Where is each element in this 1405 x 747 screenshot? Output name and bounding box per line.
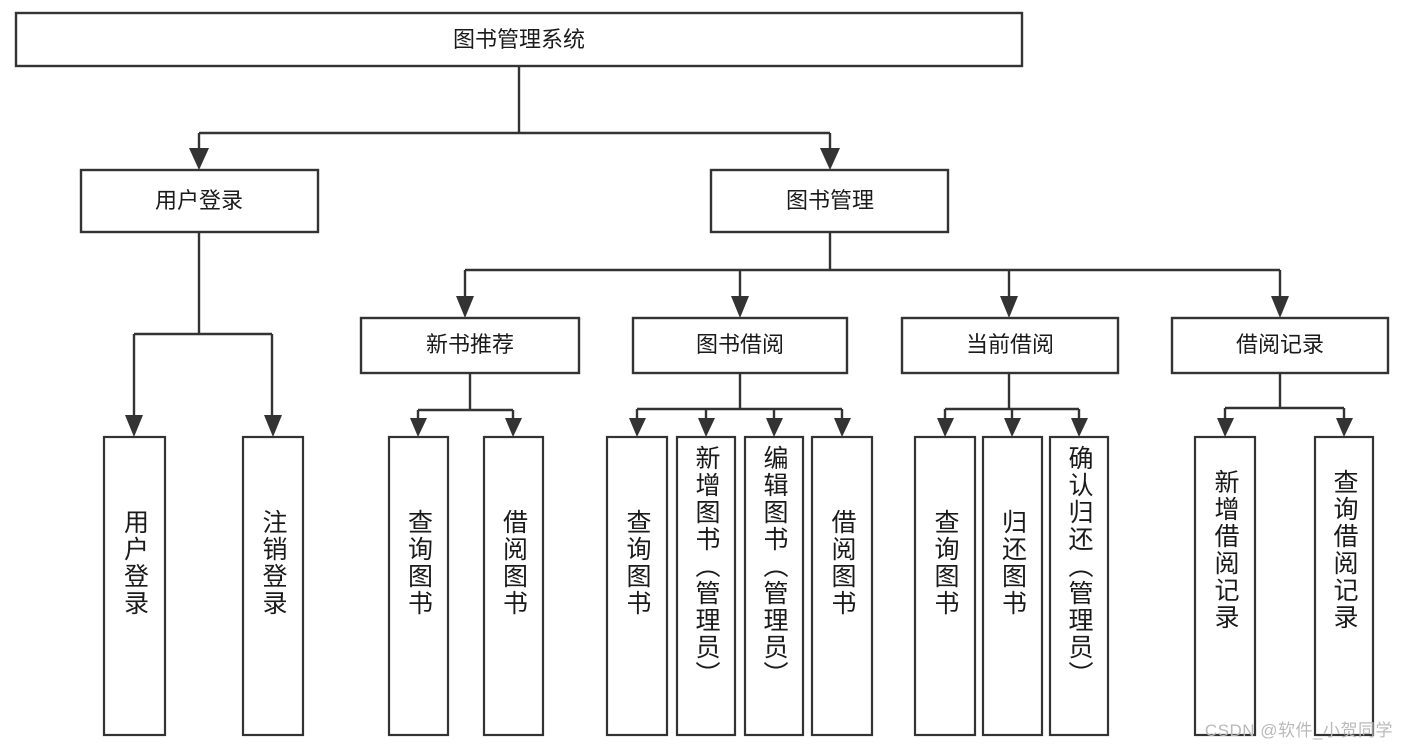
leaf-box-cb-confirm[interactable] — [1048, 435, 1110, 737]
leaf-box-bb-add[interactable] — [675, 435, 737, 737]
arrow-leaf-user-login — [125, 415, 143, 437]
leaf-box-bb-query[interactable] — [605, 435, 669, 737]
label-borrow-books: 图书借阅 — [696, 332, 784, 357]
label-current-borrow: 当前借阅 — [966, 332, 1054, 357]
leaf-box-br-add[interactable] — [1193, 435, 1257, 737]
arrow-leaf-bb-edit — [766, 418, 783, 437]
arrow-to-new-books — [456, 296, 474, 318]
leaf-box-bb-edit[interactable] — [743, 435, 805, 737]
arrow-to-borrow-books — [731, 296, 749, 318]
node-new-books-box[interactable] — [359, 316, 581, 375]
label-root: 图书管理系统 — [453, 27, 585, 52]
arrow-to-user-login — [189, 148, 209, 170]
arrow-leaf-bb-borrow — [834, 418, 851, 437]
arrow-to-book-mgmt — [820, 148, 840, 170]
leaf-box-br-query[interactable] — [1313, 435, 1375, 737]
arrow-leaf-nb-query — [410, 418, 427, 437]
node-current-borrow-box[interactable] — [900, 316, 1120, 375]
leaf-box-cb-return[interactable] — [981, 435, 1044, 737]
arrow-leaf-nb-borrow — [505, 418, 522, 437]
label-borrow-record: 借阅记录 — [1236, 332, 1324, 357]
label-user-login: 用户登录 — [155, 188, 243, 213]
leaf-box-nb-query[interactable] — [387, 435, 450, 737]
node-borrow-books-box[interactable] — [631, 316, 849, 375]
label-book-mgmt: 图书管理 — [786, 188, 874, 213]
arrow-leaf-bb-query — [629, 418, 646, 437]
arrow-to-current-borrow — [1000, 296, 1018, 318]
connector-group — [125, 66, 1353, 437]
node-user-login-box[interactable] — [79, 168, 320, 234]
leaf-box-user-login[interactable] — [102, 435, 167, 737]
arrow-leaf-cb-confirm — [1071, 418, 1088, 437]
arrow-to-borrow-record — [1271, 296, 1289, 318]
csdn-watermark: CSDN @软件_小贺同学 — [1204, 721, 1393, 740]
arrow-leaf-br-query — [1336, 418, 1353, 437]
arrow-leaf-br-add — [1217, 418, 1234, 437]
node-label-group: 图书管理系统 用户登录 图书管理 新书推荐 图书借阅 当前借阅 借阅记录 — [155, 27, 1324, 357]
arrow-leaf-logout — [264, 415, 282, 437]
node-borrow-record-box[interactable] — [1170, 316, 1390, 375]
arrow-leaf-cb-query — [937, 418, 954, 437]
arrow-leaf-bb-add — [698, 418, 715, 437]
leaf-box-nb-borrow[interactable] — [482, 435, 545, 737]
leaf-box-logout[interactable] — [241, 435, 305, 737]
node-root-box[interactable] — [14, 11, 1024, 68]
node-book-mgmt-box[interactable] — [709, 168, 950, 234]
arrow-leaf-cb-return — [1004, 418, 1021, 437]
label-new-books: 新书推荐 — [426, 332, 514, 357]
leaf-box-cb-query[interactable] — [913, 435, 977, 737]
leaf-box-bb-borrow[interactable] — [810, 435, 874, 737]
node-box-group — [14, 11, 1390, 737]
